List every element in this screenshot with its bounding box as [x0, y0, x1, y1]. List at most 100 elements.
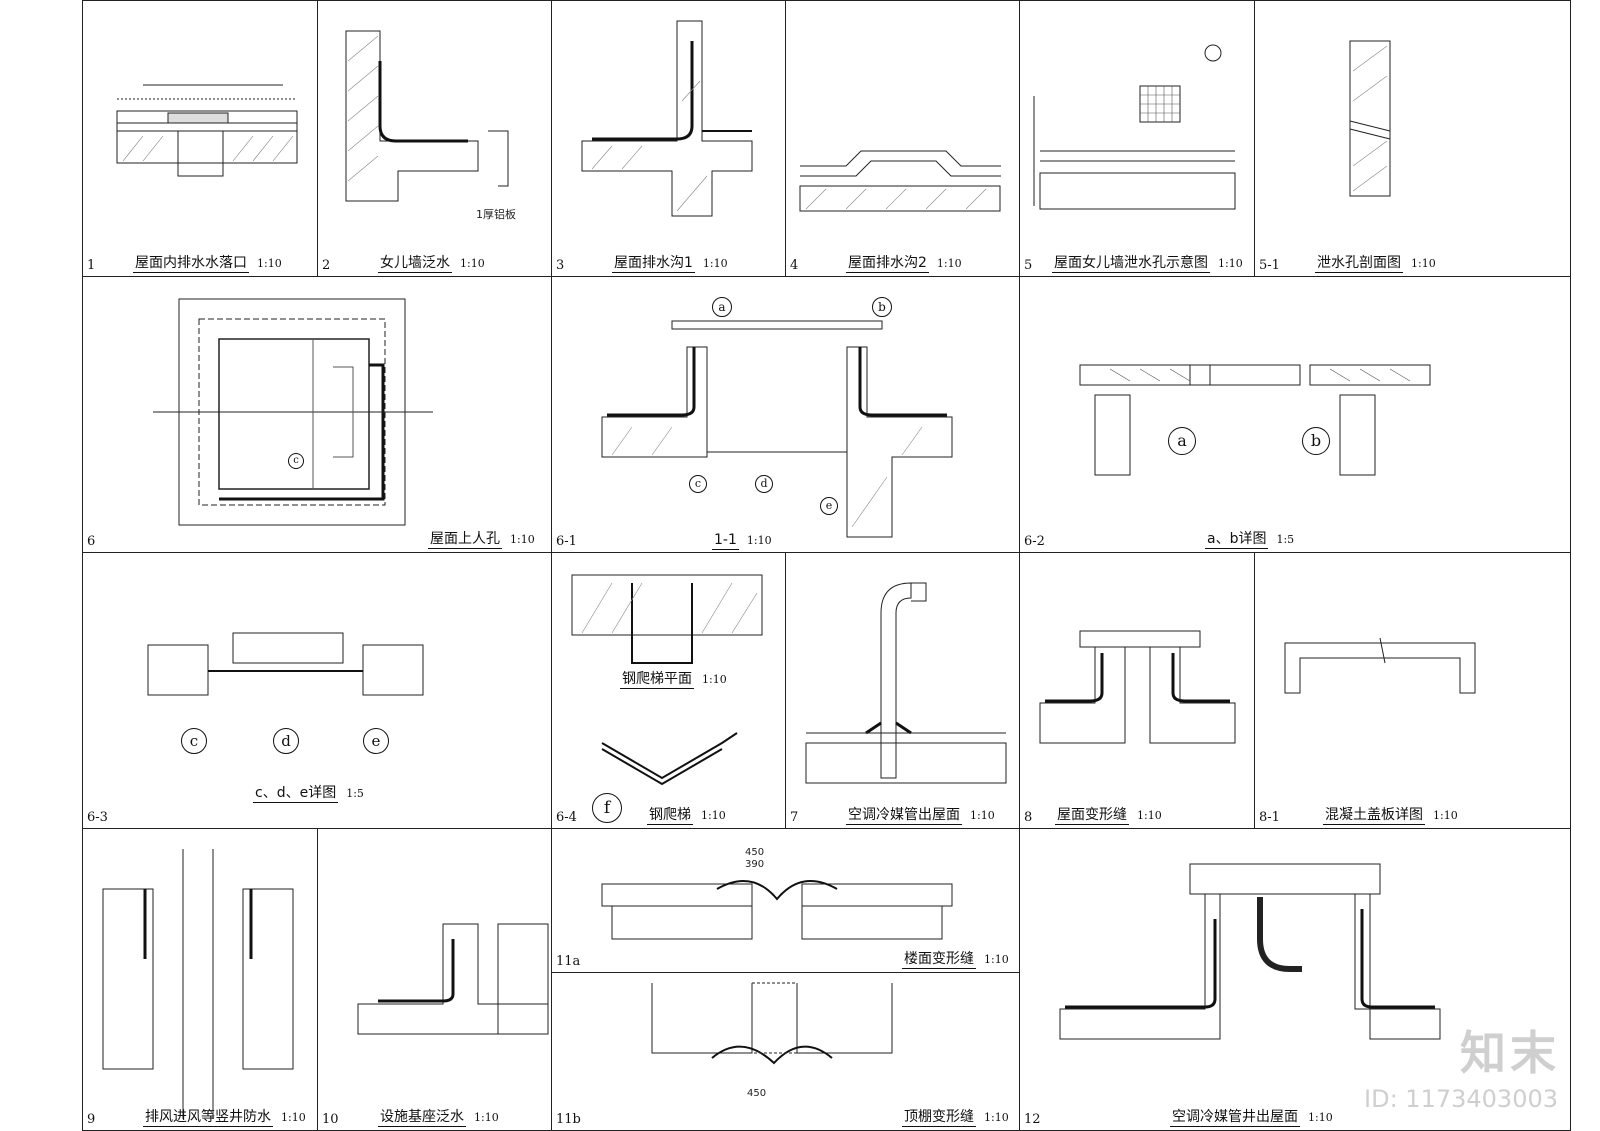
title-scale: 1:10	[970, 809, 995, 822]
roof-expansion-joint-drawing	[1039, 630, 1236, 744]
title-scale: 1:10	[1137, 809, 1162, 822]
title-text: 女儿墙泛水	[378, 255, 452, 273]
panel-number: 4	[790, 258, 799, 273]
parapet-weep-hole-drawing	[1033, 44, 1236, 210]
title-scale: 1:10	[1433, 809, 1458, 822]
panel-title: 屋面排水沟1 1:10	[612, 252, 728, 273]
title-text: 钢爬梯	[647, 807, 693, 825]
detail-a-b-drawing	[1079, 364, 1431, 476]
title-text: 屋面女儿墙泄水孔示意图	[1052, 255, 1210, 273]
title-text: 混凝土盖板详图	[1323, 807, 1425, 825]
panel-number: 6	[87, 534, 96, 549]
callout-a: a	[712, 297, 732, 317]
callout-a: a	[1168, 427, 1196, 455]
title-scale: 1:10	[257, 257, 282, 270]
title-text: a、b详图	[1205, 531, 1269, 549]
panel-title: 屋面女儿墙泄水孔示意图 1:10	[1052, 252, 1243, 273]
ceiling-expansion-joint-drawing	[651, 982, 893, 1065]
roof-hatch-section-drawing	[601, 320, 953, 538]
title-scale: 1:10	[702, 257, 728, 270]
panel-number: 7	[790, 810, 799, 825]
panel-6-1: a b c d e 6-1 1-1 1:10	[551, 276, 1021, 553]
dim-390: 390	[745, 859, 765, 870]
panel-number: 6-2	[1024, 534, 1045, 549]
panel-number: 8	[1024, 810, 1033, 825]
callout-e: e	[820, 497, 838, 515]
parapet-flashing-drawing	[345, 30, 509, 202]
title-text: 屋面上人孔	[428, 531, 502, 549]
panel-5-1: 5-1 泄水孔剖面图 1:10	[1254, 0, 1571, 277]
title-text: 楼面变形缝	[902, 951, 976, 969]
roof-gutter-1-drawing	[581, 20, 753, 217]
title-scale: 1:10	[1308, 1111, 1333, 1124]
panel-number: 6-1	[556, 534, 577, 549]
title-scale: 1:10	[746, 534, 772, 547]
title-text: 屋面排水沟1	[612, 255, 695, 273]
shaft-waterproof-drawing	[102, 849, 294, 1119]
title-scale: 1:10	[984, 1111, 1009, 1124]
title-scale: 1:5	[1276, 533, 1295, 546]
title-text: 屋面排水沟2	[846, 255, 929, 273]
title-scale: 1:10	[701, 809, 726, 822]
panel-title: 楼面变形缝 1:10	[902, 948, 1009, 969]
title-scale: 1:10	[984, 953, 1009, 966]
callout-f: f	[592, 793, 622, 823]
ac-shaft-roof-drawing	[1059, 863, 1441, 1040]
panel-title: 屋面上人孔 1:10	[428, 528, 535, 549]
callout-c: c	[181, 728, 207, 754]
title-text: 泄水孔剖面图	[1315, 255, 1403, 273]
panel-number: 11b	[556, 1112, 581, 1127]
dim-450: 450	[747, 1088, 767, 1099]
panel-number: 2	[322, 258, 331, 273]
panel-number: 6-4	[556, 810, 577, 825]
floor-expansion-joint-drawing	[601, 880, 953, 940]
ac-pipe-roof-drawing	[805, 582, 1007, 784]
roof-drain-drawing	[116, 84, 298, 177]
callout-c: c	[288, 453, 304, 469]
title-scale: 1:10	[510, 533, 535, 546]
panel-number: 1	[87, 258, 96, 273]
panel-number: 8-1	[1259, 810, 1280, 825]
dim-450: 450	[745, 847, 765, 858]
title-text: 屋面内排水水落口	[133, 255, 249, 273]
roof-hatch-plan-drawing	[153, 298, 433, 526]
panel-number: 10	[322, 1112, 339, 1127]
callout-d: d	[755, 475, 773, 493]
panel-title: 钢爬梯 1:10	[647, 804, 726, 825]
title-scale: 1:10	[1218, 257, 1243, 270]
title-scale: 1:5	[346, 787, 364, 800]
panel-8-1: 8-1 混凝土盖板详图 1:10	[1254, 552, 1571, 829]
detail-c-d-e-drawing	[147, 632, 424, 696]
equipment-base-flashing-drawing	[357, 923, 549, 1035]
panel-number: 5	[1024, 258, 1033, 273]
steel-ladder-drawing	[571, 574, 763, 786]
title-scale: 1:10	[460, 257, 485, 270]
callout-c: c	[689, 475, 707, 493]
title-scale: 1:10	[1411, 257, 1436, 270]
panel-number: 9	[87, 1112, 96, 1127]
title-text: 1-1	[712, 532, 739, 550]
callout-b: b	[872, 297, 892, 317]
panel-title: c、d、e详图 1:5	[253, 782, 364, 803]
panel-number: 6-3	[87, 810, 108, 825]
watermark-id: ID: 1173403003	[1364, 1085, 1558, 1113]
panel-5: 5 屋面女儿墙泄水孔示意图 1:10	[1019, 0, 1255, 277]
title-text: c、d、e详图	[253, 785, 339, 803]
panel-number: 5-1	[1259, 258, 1280, 273]
